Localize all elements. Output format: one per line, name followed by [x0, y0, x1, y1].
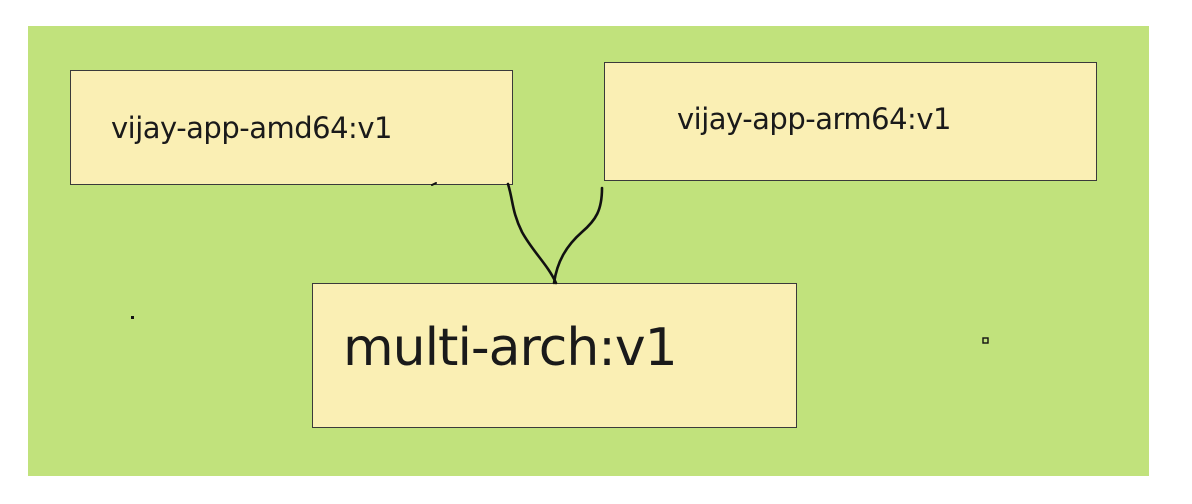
node-amd64-image: vijay-app-amd64:v1	[70, 70, 513, 185]
node-amd64-label: vijay-app-amd64:v1	[111, 110, 392, 145]
node-arm64-label: vijay-app-arm64:v1	[677, 101, 951, 136]
node-multi-arch-image: multi-arch:v1	[312, 283, 797, 428]
node-arm64-image: vijay-app-arm64:v1	[604, 62, 1097, 181]
node-multi-arch-label: multi-arch:v1	[343, 317, 678, 378]
